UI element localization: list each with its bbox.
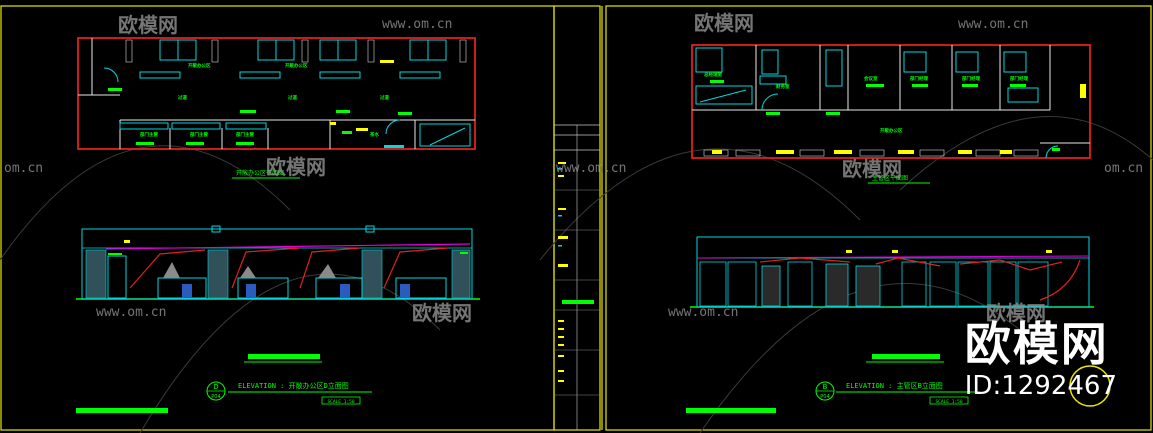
right-plan-title: 主管区平面图 xyxy=(872,174,908,182)
watermark-id-badge: 欧模网 ID:1292467 xyxy=(965,319,1117,401)
watermark-site: www.om.cn xyxy=(668,305,738,320)
room-label: 过道 xyxy=(380,94,389,101)
room-label: 开敞办公区 xyxy=(188,62,211,69)
watermark-item-id: ID:1292467 xyxy=(964,371,1117,401)
room-label: 部门主管 xyxy=(236,131,254,138)
room-label: 部门经理 xyxy=(910,75,928,82)
watermark-site: om.cn xyxy=(1104,161,1143,176)
left-plan-title: 开敞办公区平面图 xyxy=(236,169,284,177)
watermark-site: www.om.cn xyxy=(96,305,166,320)
right-elevation-label: ELEVATION : 主管区B立面图 xyxy=(846,381,943,390)
left-elevation xyxy=(76,225,480,300)
room-label: 茶水 xyxy=(369,131,379,138)
room-label: 总经理室 xyxy=(704,71,722,78)
left-elevation-label: ELEVATION : 开敞办公区D立面图 xyxy=(238,381,349,390)
room-label: 会议室 xyxy=(864,75,878,82)
watermark-site: om.cn xyxy=(4,161,43,176)
watermark-site: www.om.cn xyxy=(556,161,626,176)
right-sheet-frame xyxy=(605,5,1152,431)
room-label: 过道 xyxy=(178,94,187,101)
left-workstations xyxy=(103,39,471,147)
room-label: 部门经理 xyxy=(1010,75,1028,82)
elevation-sheet: P04 xyxy=(211,394,220,400)
room-label: 开敞办公区 xyxy=(880,127,903,134)
watermark-brand: 欧模网 xyxy=(694,11,754,35)
watermark-brand-large: 欧模网 xyxy=(964,317,1109,371)
elevation-letter: D xyxy=(213,383,218,391)
left-bottom-bar xyxy=(76,408,168,413)
room-label: 财务室 xyxy=(775,83,790,90)
room-label: 过道 xyxy=(288,94,297,101)
watermark-brand: 欧模网 xyxy=(266,155,326,179)
stamp-ring xyxy=(1069,365,1111,407)
title-block xyxy=(554,124,600,430)
right-elevation-marker: B P04 xyxy=(815,381,835,401)
left-title-bar xyxy=(248,354,320,359)
room-label: 部门主管 xyxy=(190,131,208,138)
room-label: 部门经理 xyxy=(962,75,980,82)
elevation-letter: B xyxy=(823,383,828,391)
left-elevation-marker: D P04 xyxy=(206,381,226,401)
right-title-bar xyxy=(872,354,940,359)
left-scale-label: SCALE 1:50 xyxy=(327,399,354,405)
watermark-site: www.om.cn xyxy=(382,17,452,32)
watermarks: 欧模网 www.om.cn om.cn 欧模网 www.om.cn 欧模网 ww… xyxy=(4,11,1143,325)
left-floor-plan: 开敞办公区 开敞办公区 过道 过道 过道 部门主管 部门主管 部门主管 茶水 xyxy=(77,37,476,150)
room-label: 部门主管 xyxy=(140,131,158,138)
right-elevation xyxy=(690,236,1094,308)
watermark-brand: 欧模网 xyxy=(986,301,1046,325)
watermark-brand: 欧模网 xyxy=(118,13,178,37)
left-sheet-frame xyxy=(0,5,555,431)
room-label: 开敞办公区 xyxy=(285,62,308,69)
right-floor-plan: 总经理室 财务室 会议室 部门经理 部门经理 部门经理 开敞办公区 xyxy=(691,44,1091,159)
watermark-brand: 欧模网 xyxy=(842,157,902,181)
right-scale-label: SCALE 1:50 xyxy=(935,399,962,405)
watermark-site: www.om.cn xyxy=(958,17,1028,32)
watermark-brand: 欧模网 xyxy=(412,301,472,325)
right-bottom-bar xyxy=(686,408,776,413)
elevation-sheet: P04 xyxy=(820,394,829,400)
